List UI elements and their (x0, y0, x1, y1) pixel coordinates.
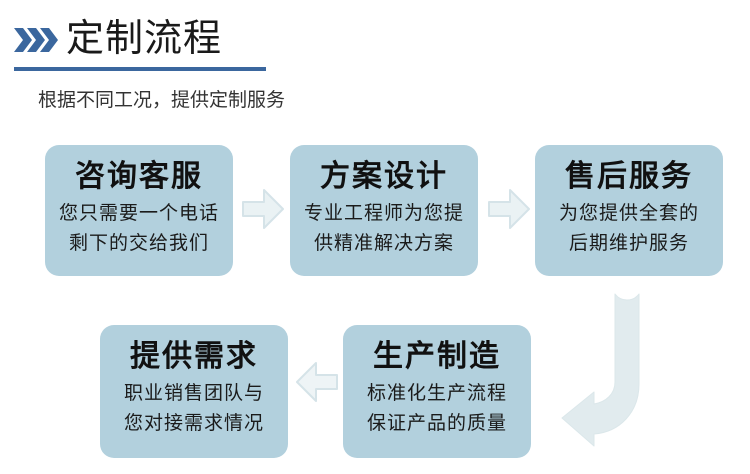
title-underline (14, 67, 266, 71)
flow-step-line: 保证产品的质量 (366, 413, 507, 434)
page-header: 定制流程 (14, 14, 266, 71)
flow-step-line: 职业销售团队与 (123, 383, 264, 404)
flow-step-line: 您只需要一个电话 (58, 203, 219, 224)
flow-step-consult[interactable]: 咨询客服 您只需要一个电话 剩下的交给我们 (45, 145, 233, 276)
flow-step-title: 提供需求 (130, 340, 258, 373)
flow-step-title: 售后服务 (565, 160, 693, 193)
flow-step-line: 为您提供全套的 (558, 203, 699, 224)
flow-step-line: 剩下的交给我们 (68, 233, 209, 254)
triple-chevron-right-icon (14, 26, 58, 54)
flow-step-line: 您对接需求情况 (123, 413, 264, 434)
flow-step-title: 生产制造 (373, 340, 501, 373)
flow-step-line: 供精准解决方案 (313, 233, 454, 254)
flow-step-title: 方案设计 (320, 160, 448, 193)
flow-step-design[interactable]: 方案设计 专业工程师为您提 供精准解决方案 (290, 145, 478, 276)
page-subtitle: 根据不同工况，提供定制服务 (38, 90, 286, 111)
flow-step-after-sales[interactable]: 售后服务 为您提供全套的 后期维护服务 (535, 145, 723, 276)
arrow-right-icon (240, 185, 286, 233)
arrow-uturn-left-icon (558, 288, 662, 464)
page-title: 定制流程 (66, 18, 223, 60)
arrow-right-icon (486, 185, 532, 233)
flow-step-line: 后期维护服务 (568, 233, 689, 254)
flow-step-title: 咨询客服 (75, 160, 203, 193)
flow-step-line: 标准化生产流程 (366, 383, 507, 404)
flow-step-line: 专业工程师为您提 (303, 203, 464, 224)
flow-step-manufacturing[interactable]: 生产制造 标准化生产流程 保证产品的质量 (343, 325, 531, 458)
arrow-left-icon (294, 358, 340, 406)
flow-step-requirements[interactable]: 提供需求 职业销售团队与 您对接需求情况 (100, 325, 288, 458)
